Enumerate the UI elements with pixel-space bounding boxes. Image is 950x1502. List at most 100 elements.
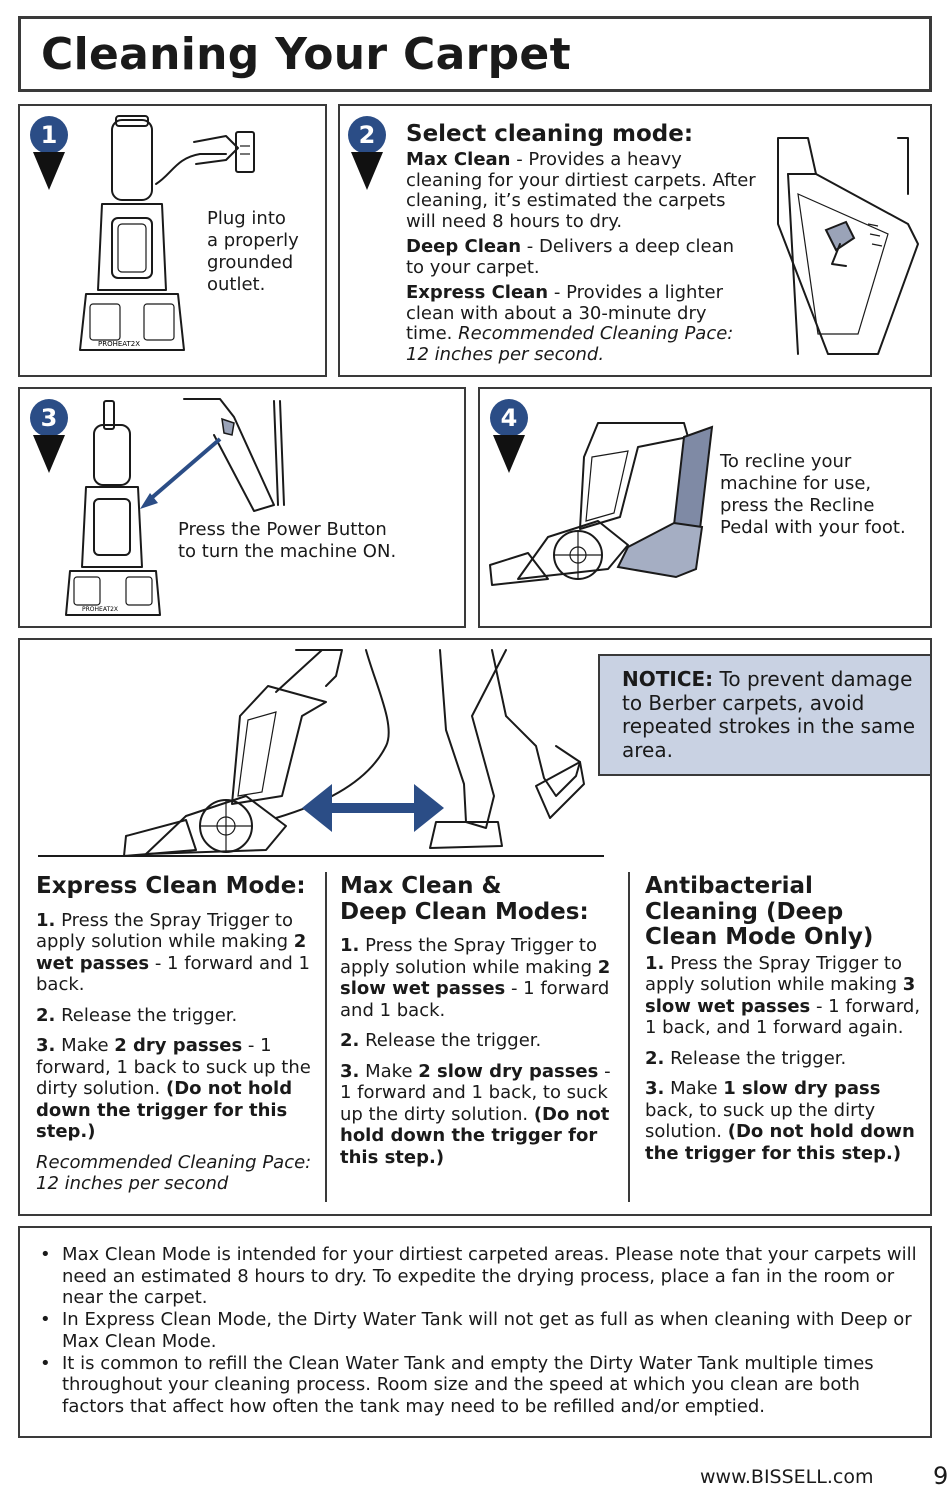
text: Make — [55, 1035, 115, 1056]
step-item: 2. Release the trigger. — [645, 1048, 923, 1070]
step-2-panel: 2 Select cleaning mode: Max Clean - Prov… — [338, 104, 932, 377]
text-line: Press the Power Button — [178, 519, 387, 540]
express-mode-heading: Express Clean Mode: — [36, 873, 306, 899]
step-item: 2. Release the trigger. — [36, 1005, 316, 1027]
max-deep-mode-column: Max Clean &Deep Clean Modes: 1. Press th… — [340, 873, 616, 1177]
page-title: Cleaning Your Carpet — [41, 29, 571, 80]
arrow-down-icon — [493, 435, 525, 473]
warning: (Do not hold down the trigger for this s… — [340, 1103, 610, 1168]
text-line: Plug into — [207, 208, 286, 229]
emphasis: 2 slow wet passes — [340, 956, 611, 1000]
text: - 1 forward and 1 back. — [340, 978, 610, 1021]
emphasis: 3 slow wet passes — [645, 974, 916, 1017]
text-line: To recline your — [720, 451, 852, 472]
column-divider — [325, 872, 327, 1202]
note-item: It is common to refill the Clean Water T… — [38, 1353, 918, 1418]
step-item: 1. Press the Spray Trigger to apply solu… — [340, 935, 616, 1021]
power-button-illustration: PROHEAT2X — [65, 398, 285, 616]
heading-line: Deep Clean Modes: — [340, 898, 589, 925]
cleaning-motion-illustration — [38, 649, 604, 857]
emphasis: 2 wet passes — [36, 931, 307, 974]
description: - Delivers a deep clean to your carpet. — [406, 236, 735, 278]
text: - 1 forward, 1 back to suck up the dirty… — [36, 1035, 311, 1099]
arrow-down-icon — [33, 152, 65, 190]
text-line: grounded — [207, 252, 294, 273]
description: - Provides a lighter clean with about a … — [406, 282, 723, 344]
text: Make — [664, 1078, 724, 1099]
pace-text: Recommended Cleaning Pace: 12 inches per… — [36, 1151, 312, 1195]
mode-selector-illustration — [777, 137, 919, 355]
text: Press the Spray Trigger to apply solutio… — [36, 909, 294, 953]
step-num: 3. — [645, 1078, 665, 1099]
text-line: press the Recline — [720, 495, 875, 516]
text: Press the Spray Trigger to apply solutio… — [340, 935, 598, 978]
step-num: 2. — [340, 1030, 360, 1051]
footer-url[interactable]: www.BISSELL.com — [700, 1466, 874, 1488]
step-number: 4 — [490, 399, 528, 437]
max-deep-mode-heading: Max Clean &Deep Clean Modes: — [340, 873, 616, 925]
text: Make — [359, 1060, 419, 1082]
step-item: 3. Make 2 dry passes - 1 forward, 1 back… — [36, 1035, 316, 1143]
step-num: 2. — [36, 1004, 56, 1026]
title-box: Cleaning Your Carpet — [18, 16, 932, 92]
note-item: Max Clean Mode is intended for your dirt… — [38, 1244, 918, 1309]
description: - Provides a heavy cleaning for your dir… — [406, 149, 756, 232]
note-item: In Express Clean Mode, the Dirty Water T… — [38, 1309, 918, 1352]
warning: (Do not hold down the trigger for this s… — [36, 1078, 293, 1142]
text-line: outlet. — [207, 274, 266, 295]
text-line: Pedal with your foot. — [720, 517, 906, 538]
notice-body: To prevent damage to Berber carpets, avo… — [622, 667, 916, 762]
step-4-text: To recline your machine for use, press t… — [720, 451, 906, 539]
step-number: 2 — [348, 116, 386, 154]
text-line: machine for use, — [720, 473, 872, 494]
step-item: 1. Press the Spray Trigger to apply solu… — [36, 910, 316, 996]
arrow-down-icon — [351, 152, 383, 190]
step-item: 3. Make 1 slow dry pass back, to suck up… — [645, 1078, 923, 1164]
emphasis: 2 slow dry passes — [418, 1060, 599, 1082]
max-clean-description: Max Clean - Provides a heavy cleaning fo… — [406, 149, 756, 232]
notice-text: NOTICE: To prevent damage to Berber carp… — [622, 667, 922, 762]
text-line: a properly — [207, 230, 299, 251]
text: back, to suck up the dirty solution. — [645, 1099, 876, 1143]
step-1-badge: 1 — [30, 116, 68, 196]
label: Max Clean — [406, 149, 511, 170]
text: - 1 forward, 1 back, and 1 forward again… — [645, 995, 921, 1039]
pace-note: Recommended Cleaning Pace: 12 inches per… — [36, 1152, 316, 1195]
step-3-panel: 3 PROHEAT2X Press the Power Button to tu… — [18, 387, 466, 628]
step-2-heading: Select cleaning mode: — [406, 121, 694, 147]
text: - 1 forward and 1 back. — [36, 952, 310, 996]
step-num: 3. — [340, 1060, 360, 1082]
step-3-badge: 3 — [30, 399, 68, 479]
text: Release the trigger. — [359, 1030, 542, 1051]
machine-brand: PROHEAT2X — [82, 606, 118, 613]
label: Express Clean — [406, 282, 549, 303]
step-item: 2. Release the trigger. — [340, 1030, 616, 1052]
step-1-panel: 1 PROHEAT2X Plug into a properly grounde… — [18, 104, 327, 377]
emphasis: 2 dry passes — [114, 1035, 243, 1056]
heading-line: Max Clean & — [340, 873, 502, 899]
express-clean-description: Express Clean - Provides a lighter clean… — [406, 282, 756, 365]
upright-cleaner-plug-illustration: PROHEAT2X — [79, 115, 255, 351]
notes-list: Max Clean Mode is intended for your dirt… — [38, 1244, 918, 1418]
pace-note: Recommended Cleaning Pace: 12 inches per… — [406, 323, 734, 365]
deep-clean-description: Deep Clean - Delivers a deep clean to yo… — [406, 236, 756, 278]
label: Deep Clean — [406, 236, 522, 257]
text: - 1 forward and 1 back, to suck up the d… — [340, 1060, 611, 1125]
step-number: 3 — [30, 399, 68, 437]
step-4-badge: 4 — [490, 399, 528, 479]
recline-pedal-illustration — [489, 422, 714, 586]
emphasis: 1 slow dry pass — [723, 1078, 881, 1099]
step-number: 1 — [30, 116, 68, 154]
arrow-down-icon — [33, 435, 65, 473]
step-num: 3. — [36, 1035, 56, 1056]
express-mode-column: Express Clean Mode: 1. Press the Spray T… — [36, 873, 316, 1204]
step-2-badge: 2 — [348, 116, 386, 196]
step-1-text: Plug into a properly grounded outlet. — [207, 208, 299, 296]
step-3-text: Press the Power Button to turn the machi… — [178, 519, 396, 563]
page-number: 9 — [933, 1462, 949, 1490]
step-item: 1. Press the Spray Trigger to apply solu… — [645, 953, 923, 1039]
text: Release the trigger. — [55, 1004, 238, 1026]
warning: (Do not hold down the trigger for this s… — [645, 1121, 915, 1164]
step-4-panel: 4 To recline your machine for use, press… — [478, 387, 932, 628]
text-line: to turn the machine ON. — [178, 541, 397, 562]
